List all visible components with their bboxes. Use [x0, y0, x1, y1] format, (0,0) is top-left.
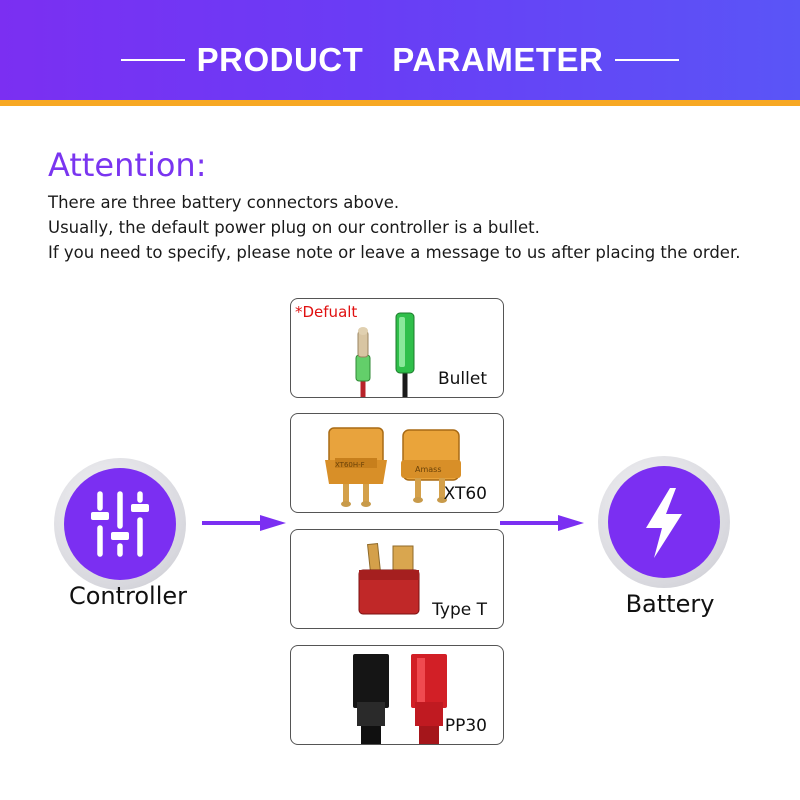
note-line-2: Usually, the default power plug on our c…	[48, 218, 540, 237]
header-title-row: PRODUCT PARAMETER	[0, 36, 800, 84]
pp30-connector-icon	[353, 654, 447, 744]
connector-label-xt60: XT60	[443, 484, 487, 504]
xt60-markings: XT60H-F Amass	[335, 461, 442, 474]
connector-label-bullet: Bullet	[437, 369, 487, 389]
battery-badge	[598, 456, 730, 588]
header-accent-stripe	[0, 100, 800, 106]
battery-badge-fill	[608, 466, 720, 578]
xt60-marking-male: Amass	[415, 465, 442, 474]
controller-badge	[54, 458, 186, 590]
attention-heading: Attention:	[48, 146, 207, 184]
header-left-rule	[120, 59, 185, 61]
note-line-3: If you need to specify, please note or l…	[48, 243, 741, 262]
battery-label: Battery	[625, 590, 715, 618]
bullet-connector-icon	[355, 312, 415, 397]
header-banner	[0, 0, 800, 100]
connector-card-type-t: Type T	[290, 529, 504, 629]
connector-card-pp30: PP30	[290, 645, 504, 745]
lightning-bolt-icon	[646, 488, 682, 558]
controller-label: Controller	[68, 582, 188, 610]
default-tag: *Defualt	[295, 303, 358, 321]
connector-card-xt60: XT60H-F Amass XT60	[290, 413, 504, 513]
connector-label-pp30: PP30	[444, 716, 487, 736]
type-t-connector-icon	[358, 543, 420, 615]
xt60-connector-icon	[325, 427, 461, 507]
page-title: PRODUCT PARAMETER	[196, 41, 604, 78]
header-right-rule	[615, 59, 680, 61]
arrow-right-icon	[500, 515, 584, 531]
connector-card-bullet: *Defualt Bullet	[290, 298, 504, 398]
sliders-icon	[91, 491, 149, 557]
controller-badge-fill	[64, 468, 176, 580]
connector-label-type-t: Type T	[432, 600, 487, 620]
arrow-right-icon	[202, 515, 286, 531]
note-line-1: There are three battery connectors above…	[48, 193, 400, 212]
xt60-marking-female: XT60H-F	[335, 461, 365, 469]
